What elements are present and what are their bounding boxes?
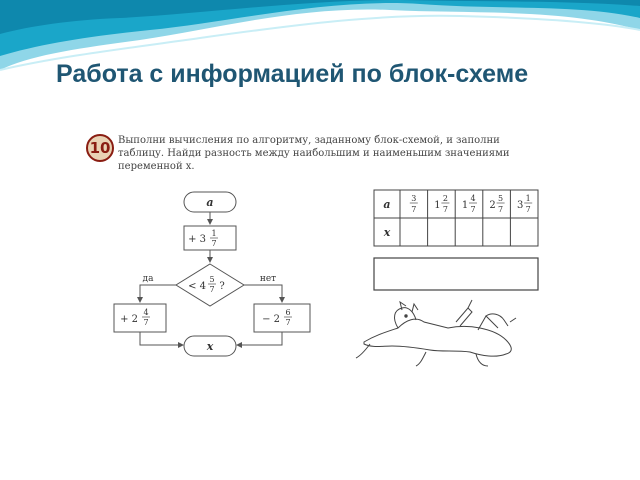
process-add-num: 1	[211, 229, 216, 238]
table-cell-num: 4	[470, 194, 475, 203]
answer-box[interactable]	[373, 257, 539, 291]
connector-yes	[137, 284, 178, 303]
branch-no-label: нет	[260, 274, 276, 284]
table-cell-den: 7	[411, 205, 416, 214]
table-cell-den: 7	[470, 205, 475, 214]
table-cell-num: 3	[411, 194, 416, 203]
table-cell-den: 7	[526, 205, 531, 214]
task-text: Выполни вычисления по алгоритму, заданно…	[118, 135, 510, 172]
table-cell-num: 5	[498, 194, 503, 203]
condition-num: 5	[209, 275, 214, 284]
connector-yes-end	[139, 332, 184, 348]
branch-yes-label: да	[143, 274, 155, 284]
table-cell-num: 1	[526, 194, 531, 203]
process-yes-den: 7	[143, 318, 148, 327]
condition-diamond	[175, 263, 245, 307]
table-cell-whole: 1	[434, 200, 440, 211]
flowchart: a + 3 1 7 < 4 5 7 ? да нет + 2 4 7 − 2 6…	[113, 189, 539, 367]
end-label: x	[206, 340, 214, 353]
table-cell-whole: 1	[462, 200, 468, 211]
end-terminator	[183, 335, 237, 357]
process-no-op: − 2	[262, 314, 280, 325]
table-cell-whole: 3	[517, 200, 523, 211]
process-yes-op: + 2	[120, 314, 138, 325]
process-no-step	[253, 303, 311, 333]
table-cell-den: 7	[498, 205, 503, 214]
task-block: 10 Выполни вычисления по алгоритму, зада…	[86, 130, 546, 370]
process-yes-step	[113, 303, 167, 333]
process-no-num: 6	[285, 308, 290, 317]
process-add-den: 7	[211, 239, 216, 248]
connector-no	[242, 284, 285, 303]
process-add-op: + 3	[188, 234, 206, 245]
task-number-badge: 10	[86, 134, 114, 162]
start-terminator	[183, 191, 237, 213]
table-header-a: a	[383, 198, 390, 211]
process-yes-num: 4	[143, 308, 148, 317]
cat-illustration	[355, 299, 517, 367]
condition-den: 7	[209, 285, 214, 294]
connector-no-end	[236, 332, 283, 348]
table-cell-den: 7	[443, 205, 448, 214]
header-wave-decoration	[0, 0, 640, 71]
process-no-den: 7	[285, 318, 290, 327]
table-header-x: x	[383, 226, 391, 239]
start-label: a	[206, 196, 213, 209]
condition-op: < 4	[188, 281, 206, 292]
slide-title: Работа с информацией по блок-схеме	[56, 60, 529, 88]
table-cell-num: 2	[443, 194, 448, 203]
condition-question: ?	[219, 281, 224, 292]
table-cell-whole: 2	[489, 200, 495, 211]
